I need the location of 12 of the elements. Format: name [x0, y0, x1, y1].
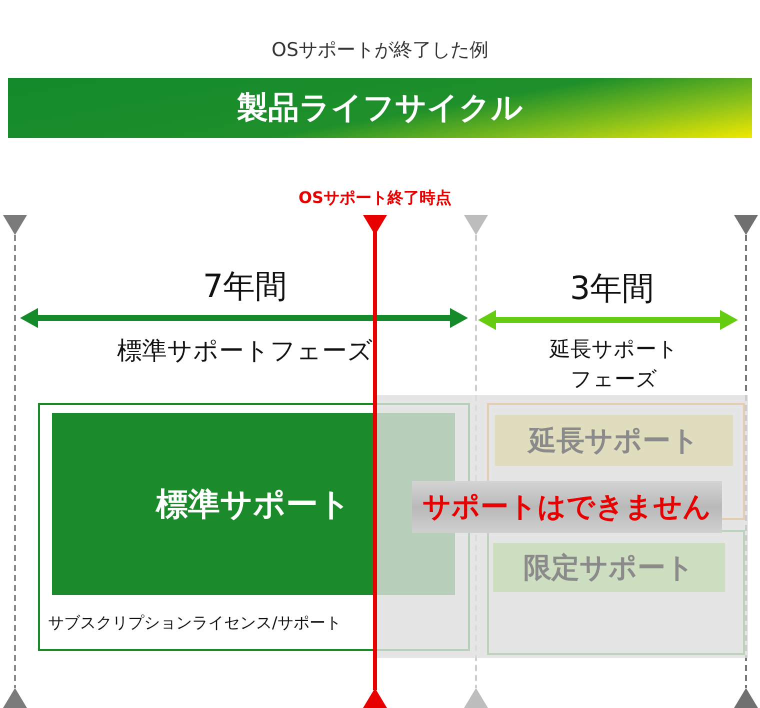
block-label: 延長サポート [528, 422, 700, 458]
phase-label: 標準サポートフェーズ [116, 335, 374, 367]
frame-caption: サブスクリプションライセンス/サポート [48, 612, 342, 634]
block-label: 限定サポート [524, 550, 694, 586]
phase-label: 延長サポートフェーズ [548, 336, 680, 393]
block-label: 標準サポート [156, 484, 351, 525]
duration-label: 7年間 [202, 266, 288, 307]
notice-text: サポートはできません [422, 489, 712, 525]
milestone-label: OSサポート終了時点 [297, 187, 453, 209]
title-text: 製品ライフサイクル [237, 88, 523, 128]
duration-label: 3年間 [568, 268, 656, 309]
subtitle-text: OSサポートが終了した例 [270, 38, 490, 63]
